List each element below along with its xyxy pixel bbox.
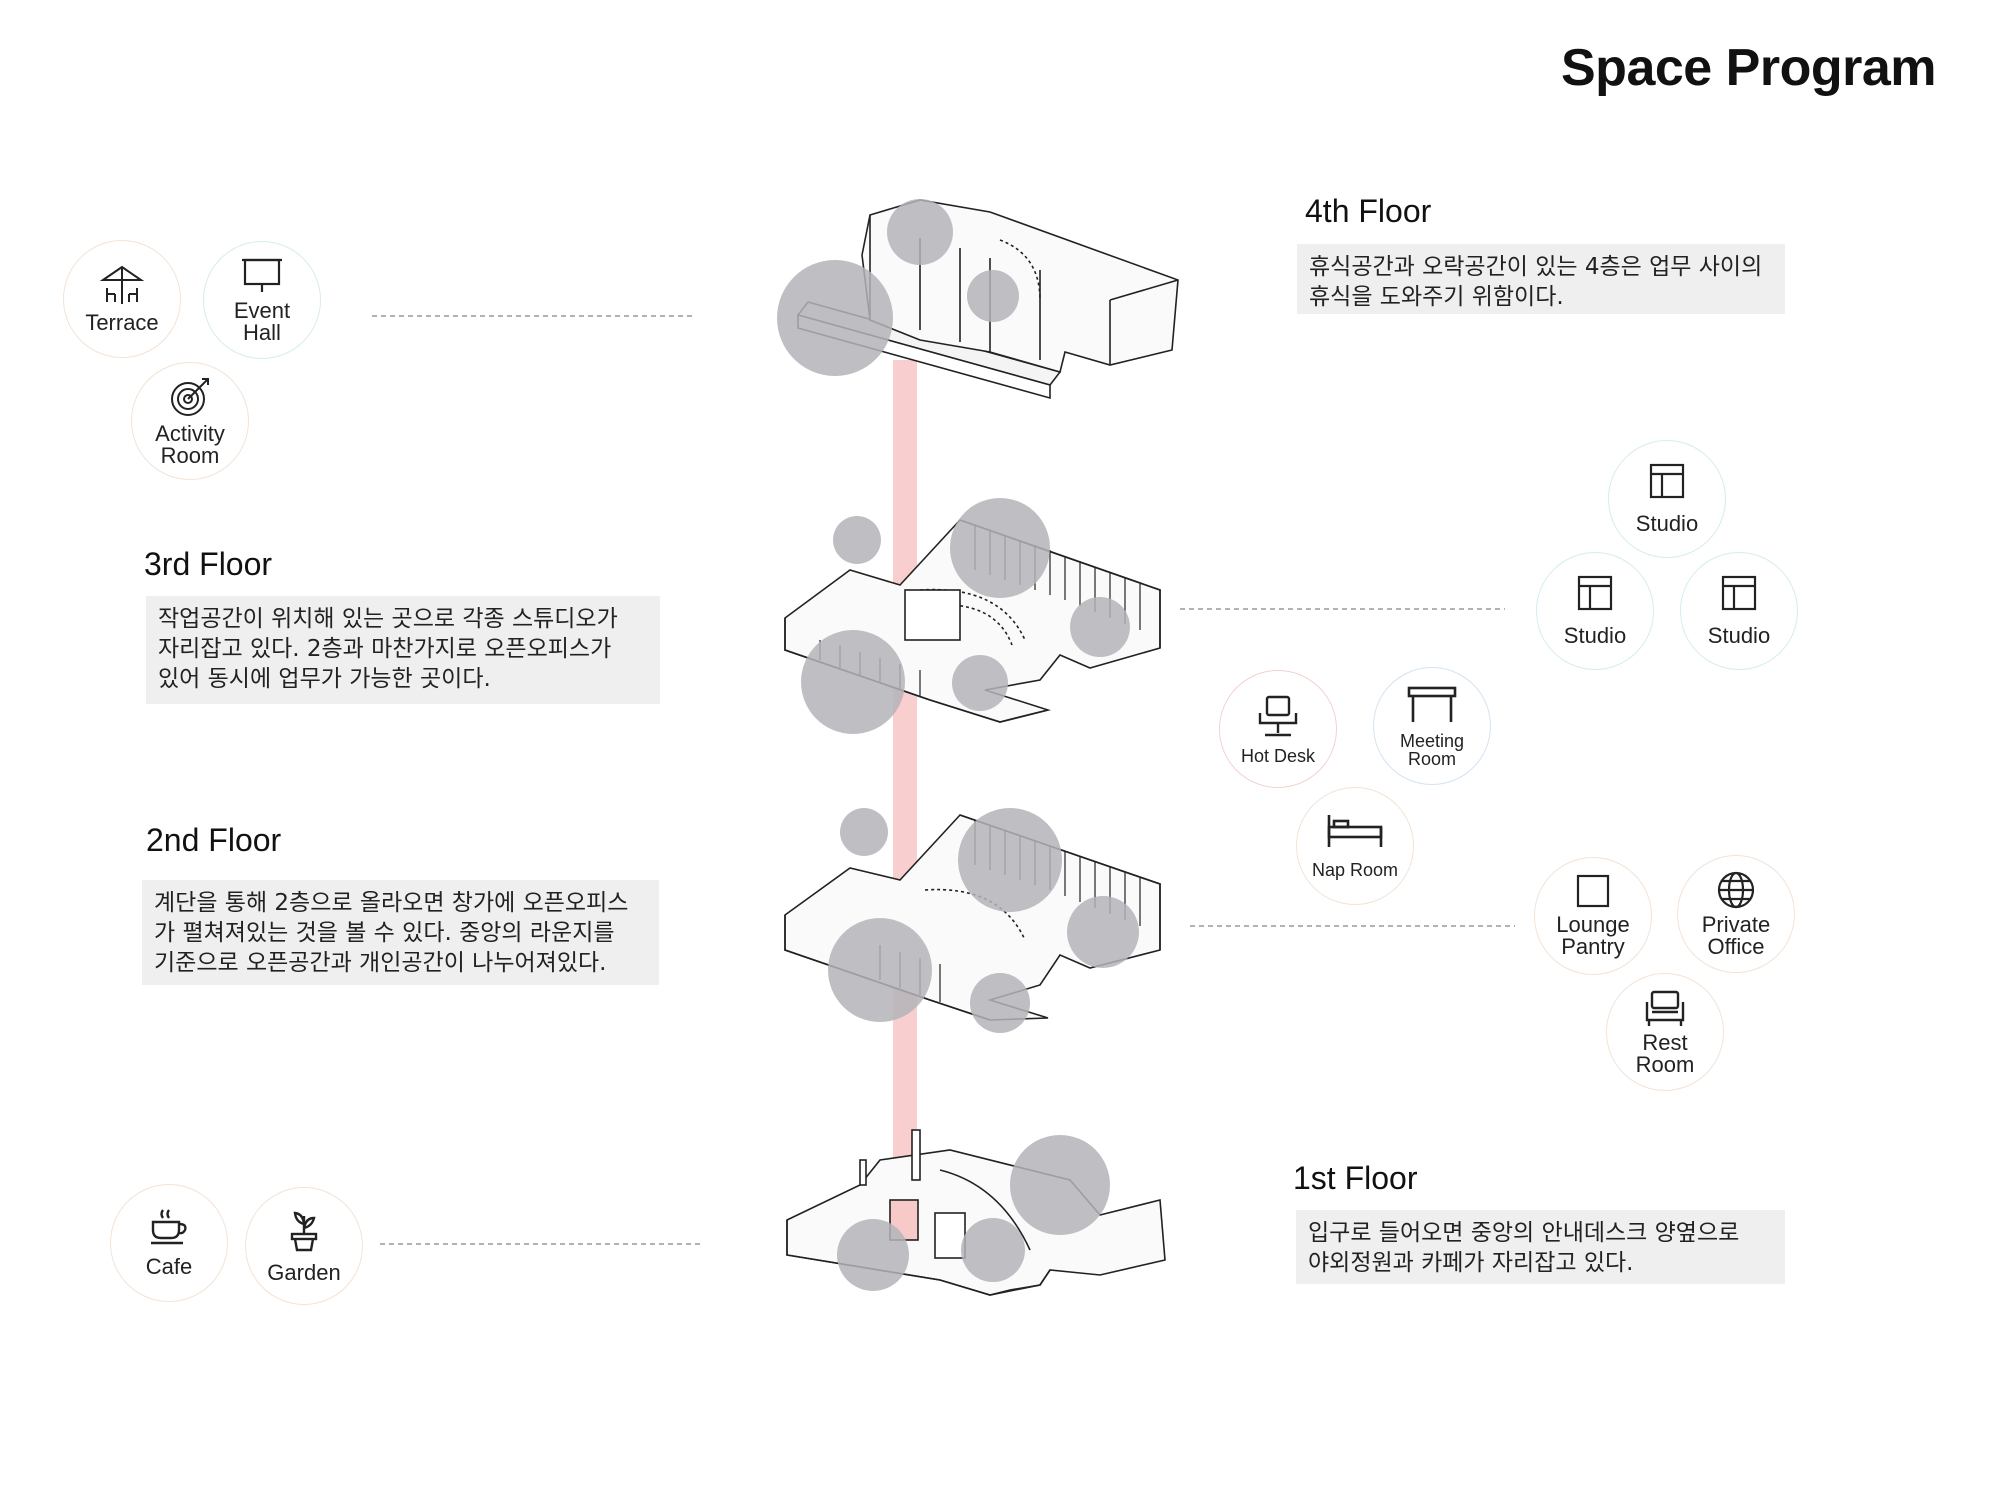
desk-chair-icon: [1258, 695, 1298, 737]
plant-pot-icon: [290, 1211, 318, 1252]
program-studio-left: Studio: [1536, 552, 1654, 670]
projector-screen-icon: [242, 258, 282, 292]
vertical-core: [893, 360, 917, 1200]
zone-circle: [1010, 1135, 1110, 1235]
program-label: Event Hall: [233, 298, 291, 345]
zone-circle: [833, 516, 881, 564]
program-label: Hot Desk: [1240, 746, 1316, 766]
floor-title-4th: 4th Floor: [1305, 193, 1432, 229]
armchair-icon: [1645, 990, 1685, 1026]
zone-circle: [950, 498, 1050, 598]
program-activity-room: Activity Room: [131, 362, 249, 480]
zone-circle: [967, 270, 1019, 322]
zone-circle: [952, 655, 1008, 711]
floor-title-1st: 1st Floor: [1293, 1160, 1418, 1196]
program-label: Private Office: [1701, 912, 1771, 959]
program-hot-desk: Hot Desk: [1219, 670, 1337, 788]
zone-circle: [958, 808, 1062, 912]
program-studio-right: Studio: [1680, 552, 1798, 670]
zone-circle: [1067, 896, 1139, 968]
program-terrace: Terrace: [63, 240, 181, 358]
terrace-icon: [99, 265, 145, 304]
program-label: Terrace: [85, 310, 159, 335]
program-label: Rest Room: [1635, 1030, 1695, 1077]
program-label: Studio: [1635, 511, 1699, 536]
program-label: Garden: [267, 1260, 341, 1285]
zone-circle: [777, 260, 893, 376]
page-title: Space Program: [1561, 39, 1937, 97]
window-icon: [1721, 575, 1757, 611]
floor-description-2nd: 계단을 통해 2층으로 올라오면 창가에 오픈오피스 가 펼쳐져있는 것을 볼 …: [142, 880, 659, 985]
floor-description-4th: 휴식공간과 오락공간이 있는 4층은 업무 사이의 휴식을 도와주기 위함이다.: [1297, 244, 1785, 314]
program-garden: Garden: [245, 1187, 363, 1305]
square-icon: [1576, 874, 1610, 908]
program-label: Cafe: [145, 1254, 193, 1279]
program-meeting-room: Meeting Room: [1373, 667, 1491, 785]
zone-circle: [840, 808, 888, 856]
program-studio-top: Studio: [1608, 440, 1726, 558]
zone-circle: [828, 918, 932, 1022]
program-nap-room: Nap Room: [1296, 787, 1414, 905]
program-label: Nap Room: [1311, 860, 1399, 880]
program-cafe: Cafe: [110, 1184, 228, 1302]
program-lounge-pantry: Lounge Pantry: [1534, 857, 1652, 975]
floor-title-2nd: 2nd Floor: [146, 822, 282, 858]
zone-circle: [1070, 597, 1130, 657]
program-label: Activity Room: [155, 421, 225, 468]
window-icon: [1577, 575, 1613, 611]
zone-circle: [887, 199, 953, 265]
program-private-office: Private Office: [1677, 855, 1795, 973]
program-label: Studio: [1707, 623, 1771, 648]
program-event-hall: Event Hall: [203, 241, 321, 359]
floor-description-1st: 입구로 들어오면 중앙의 안내데스크 양옆으로 야외정원과 카페가 자리잡고 있…: [1296, 1210, 1785, 1284]
zone-circle: [970, 973, 1030, 1033]
globe-icon: [1717, 871, 1755, 909]
leader-lines: [372, 315, 1515, 1245]
zone-circle: [801, 630, 905, 734]
zone-circle: [837, 1219, 909, 1291]
window-icon: [1649, 463, 1685, 499]
program-label: Meeting Room: [1399, 731, 1465, 769]
program-rest-room: Rest Room: [1606, 973, 1724, 1091]
target-icon: [171, 378, 209, 416]
floor-title-3rd: 3rd Floor: [144, 546, 273, 582]
table-icon: [1407, 686, 1457, 722]
coffee-cup-icon: [151, 1209, 187, 1245]
bed-icon: [1327, 815, 1383, 847]
program-label: Lounge Pantry: [1556, 912, 1630, 959]
program-label: Studio: [1563, 623, 1627, 648]
zone-circle: [961, 1218, 1025, 1282]
floor-description-3rd: 작업공간이 위치해 있는 곳으로 각종 스튜디오가 자리잡고 있다. 2층과 마…: [146, 596, 660, 704]
